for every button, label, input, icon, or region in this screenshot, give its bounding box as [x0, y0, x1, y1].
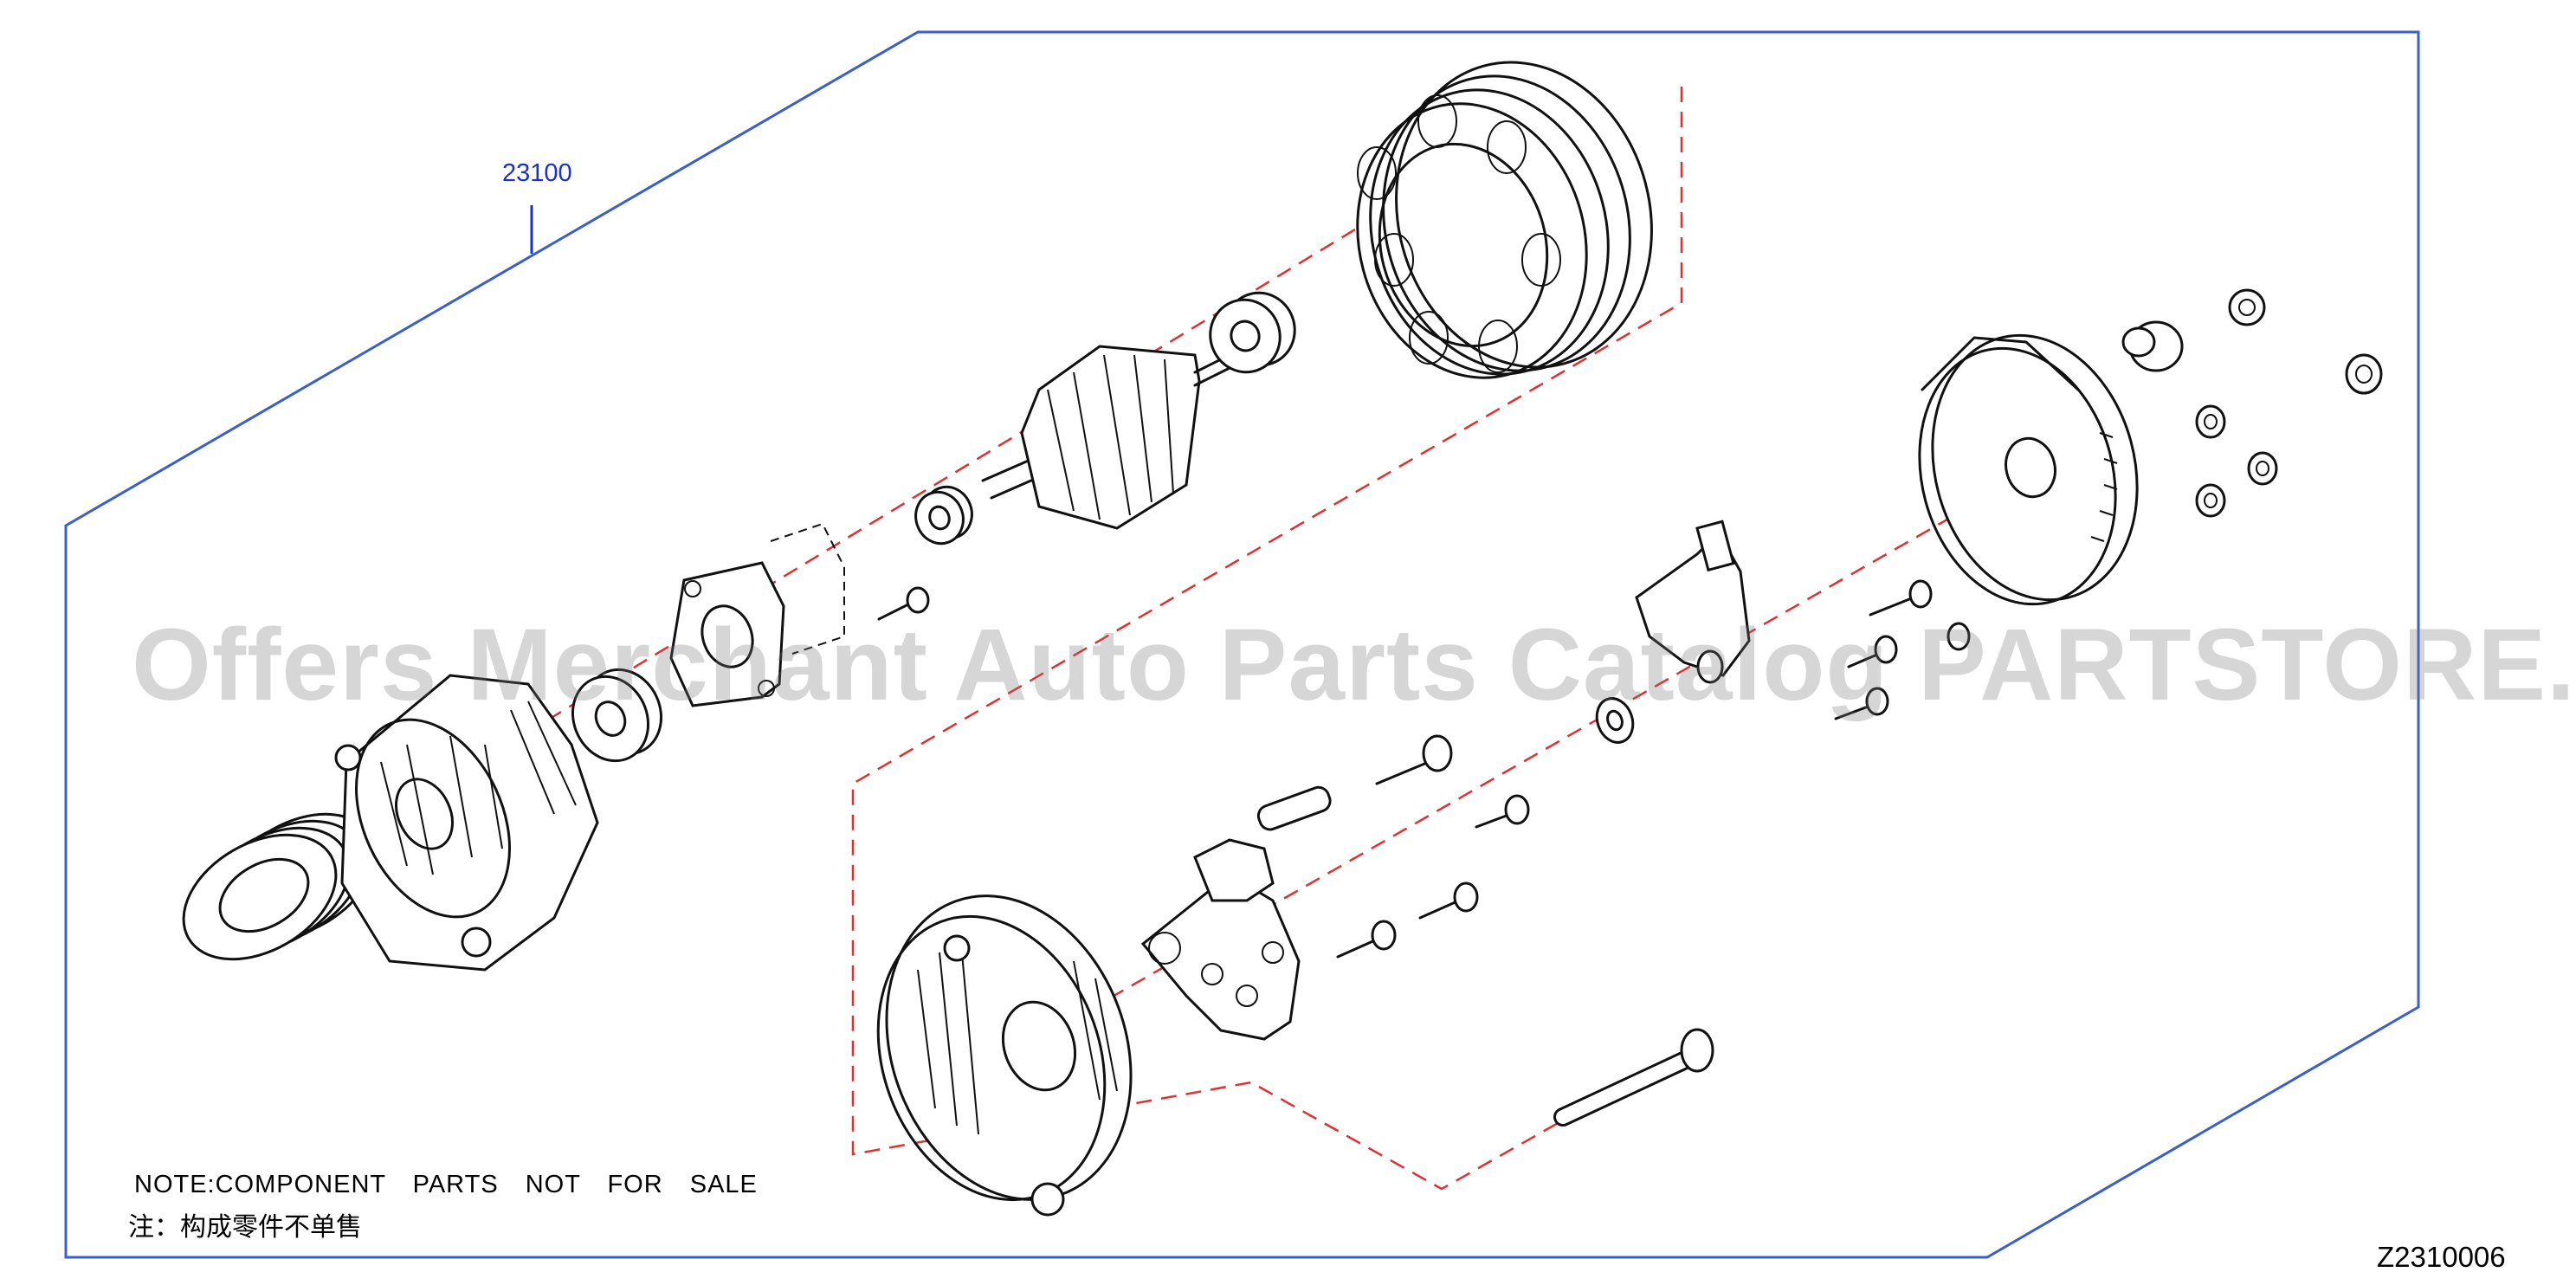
washer	[1595, 697, 1635, 744]
front-bearing	[914, 485, 973, 546]
rear-housing	[876, 894, 1133, 1217]
pulley	[182, 812, 377, 961]
retainer-plate	[669, 522, 845, 707]
note-english: NOTE:COMPONENT PARTS NOT FOR SALE	[134, 1171, 758, 1198]
regulator-screws	[1834, 579, 1971, 720]
terminal-bolts	[1336, 734, 1530, 959]
stator	[1356, 61, 1653, 379]
figure-code: Z2310006	[2377, 1241, 2506, 1273]
rotor	[981, 345, 1231, 530]
front-housing	[334, 674, 599, 972]
rectifier	[1140, 785, 1332, 1041]
assembly-frame	[64, 30, 2420, 1259]
rear-bearing	[1209, 291, 1296, 374]
plate-screw	[877, 586, 930, 621]
note-chinese: 注：构成零件不单售	[128, 1212, 362, 1243]
regulator	[1635, 520, 1751, 684]
rear-cover	[1918, 333, 2139, 606]
spacer-ring	[571, 668, 663, 763]
part-number-label[interactable]: 23100	[502, 159, 572, 187]
nuts	[2121, 288, 2383, 518]
watermark-text: Offers Merchant Auto Parts Catalog PARTS…	[132, 608, 2576, 722]
through-bolt	[1553, 1028, 1714, 1127]
